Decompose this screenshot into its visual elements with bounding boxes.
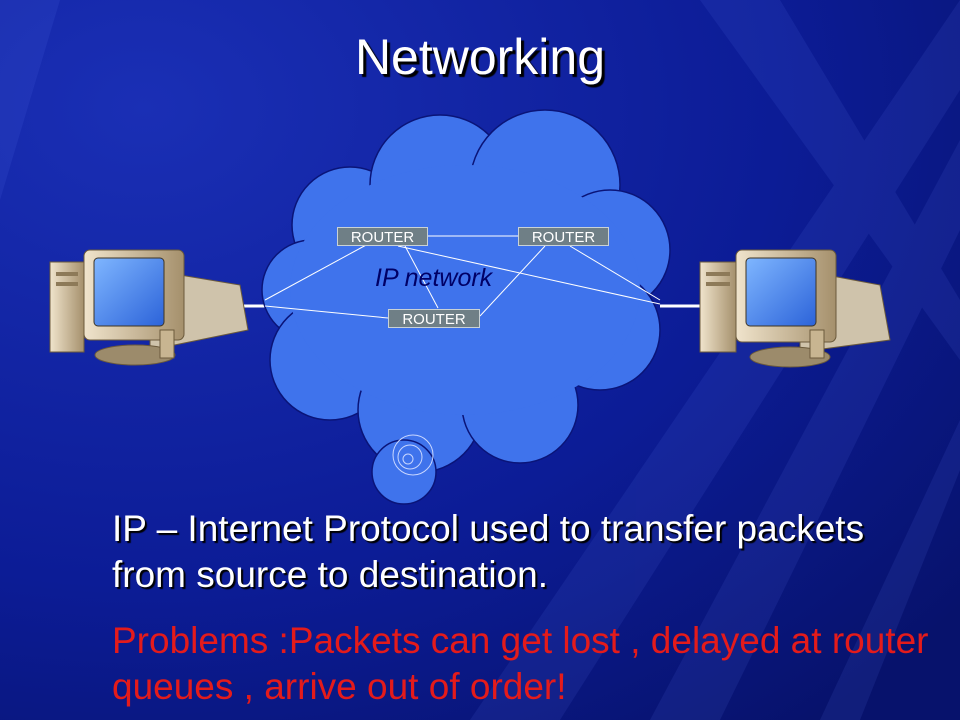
computer-icon-right — [699, 249, 891, 368]
network-links — [264, 235, 661, 319]
router-top-right: ROUTER — [518, 227, 609, 246]
problems-text: Problems :Packets can get lost , delayed… — [112, 620, 929, 707]
ip-description: IP – Internet Protocol used to transfer … — [112, 508, 865, 595]
loop-icon — [371, 434, 437, 505]
router-bottom: ROUTER — [388, 309, 480, 328]
slide-title: Networking — [354, 29, 606, 85]
router-top-left: ROUTER — [337, 227, 428, 246]
ip-network-label: IP network — [375, 264, 493, 292]
computer-icon-left — [49, 249, 249, 366]
